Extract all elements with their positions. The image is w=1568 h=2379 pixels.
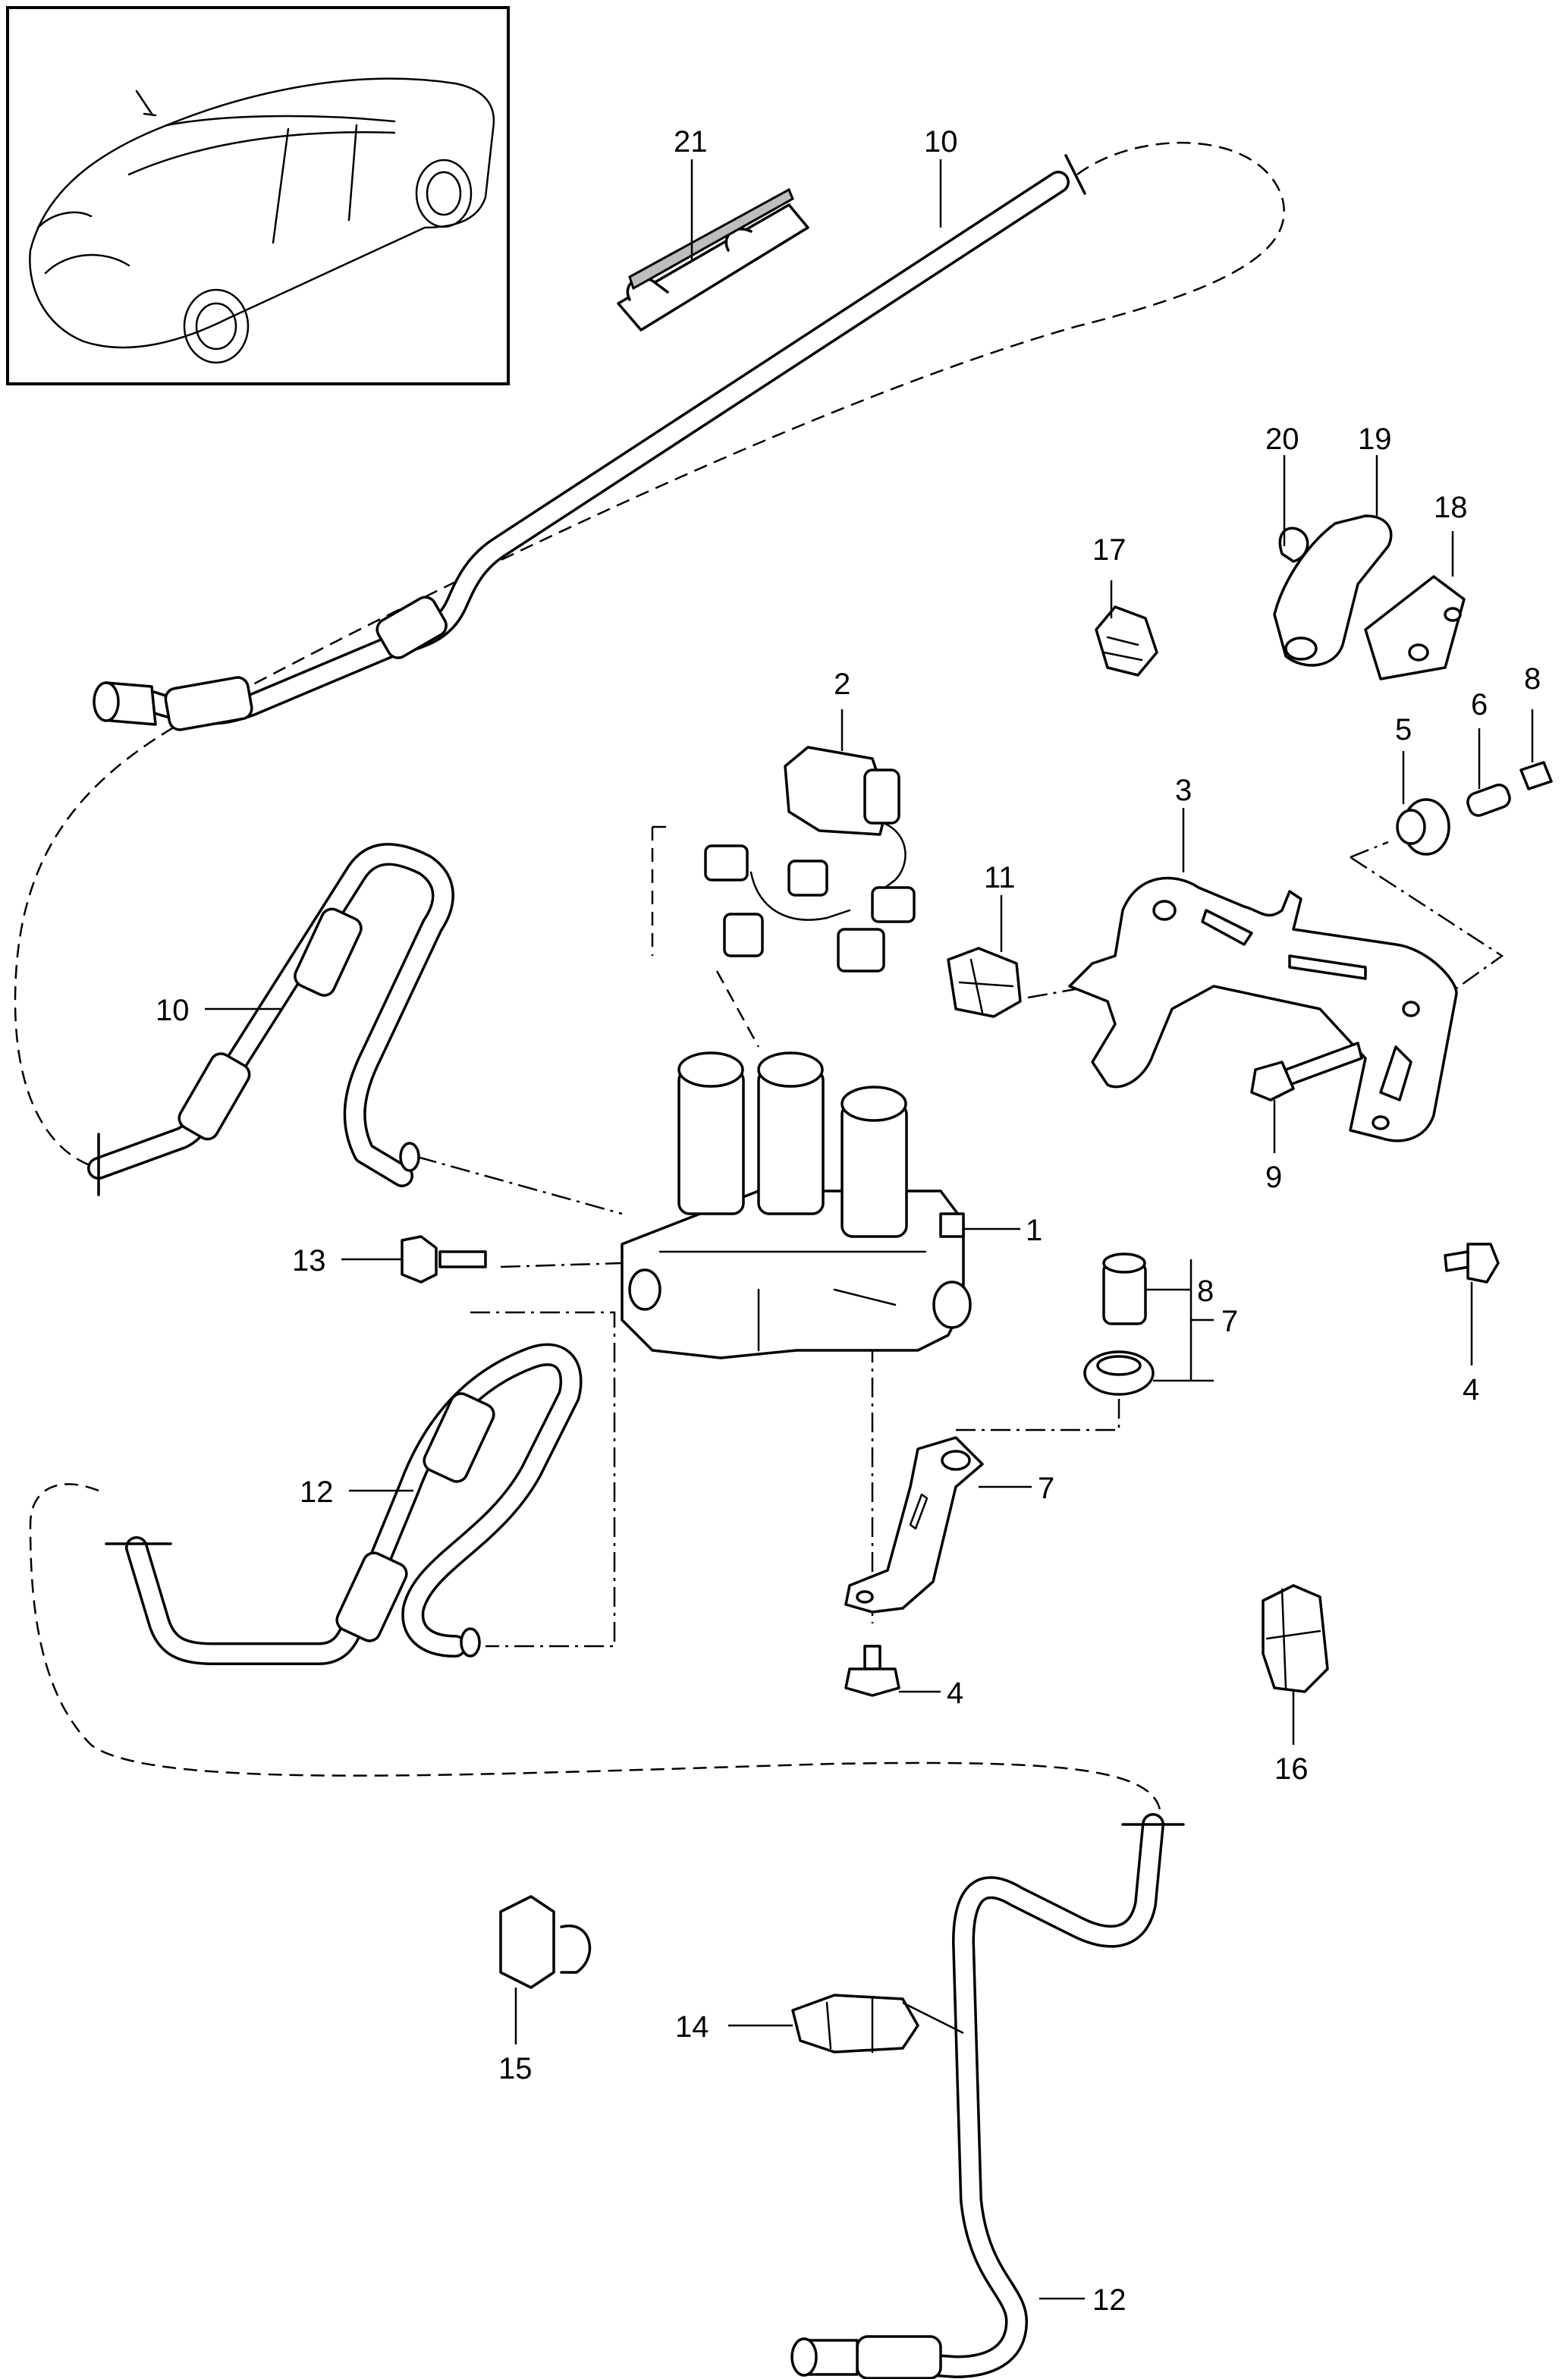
callout-8-mid: 8 (1197, 1274, 1214, 1308)
wiring-harness-2 (704, 746, 916, 973)
clip-17 (1095, 605, 1158, 677)
bolt-4-lower (844, 1645, 900, 1697)
clip-14 (791, 1994, 919, 2054)
callout-4-upper: 4 (1463, 1373, 1479, 1406)
callout-14: 14 (675, 2010, 709, 2044)
hose-10-lower (87, 843, 454, 1196)
callout-12-lower: 12 (1092, 2283, 1127, 2317)
valve-block-1 (621, 1051, 972, 1359)
bolt-4-upper (1444, 1243, 1500, 1284)
clip-21 (617, 187, 809, 332)
bracket-19-20-18 (1273, 514, 1466, 680)
callout-21: 21 (674, 125, 708, 159)
callout-19: 19 (1358, 423, 1392, 456)
pipe-12-lower (790, 1813, 1185, 2379)
callout-8-top: 8 (1524, 662, 1541, 696)
callout-7-lower: 7 (1038, 1472, 1054, 1505)
callout-17: 17 (1092, 533, 1127, 567)
bracket-3 (1068, 876, 1458, 1142)
grommet-bushing-group (1396, 761, 1553, 856)
callout-5: 5 (1395, 713, 1412, 746)
clip-16 (1262, 1584, 1329, 1693)
callout-11: 11 (984, 861, 1016, 894)
vehicle-thumbnail (6, 6, 510, 385)
bolt-9 (1250, 1042, 1363, 1102)
hose-12-upper (105, 1343, 583, 1665)
callout-9: 9 (1265, 1161, 1282, 1194)
callout-18: 18 (1434, 491, 1468, 524)
callout-16: 16 (1274, 1752, 1309, 1786)
callout-6: 6 (1471, 688, 1488, 721)
clip-11 (947, 947, 1022, 1018)
clip-15 (499, 1895, 592, 1989)
callout-7-mid: 7 (1221, 1305, 1238, 1338)
pipe-10-upper (93, 154, 1086, 731)
callout-labels: 21 10 20 19 18 17 2 8 6 5 3 11 10 9 4 1 … (156, 125, 1541, 2317)
bracket-7 (844, 1436, 984, 1614)
sleeve-grommet-7-8 (1083, 1252, 1155, 1396)
leader-lines (205, 159, 1534, 2300)
callout-2: 2 (834, 668, 850, 701)
callout-4-lower: 4 (947, 1677, 963, 1710)
bolt-13 (401, 1235, 487, 1284)
callout-10-mid: 10 (156, 994, 190, 1027)
callout-13: 13 (292, 1244, 326, 1277)
callout-10-top: 10 (924, 125, 958, 159)
callout-12-upper: 12 (300, 1475, 334, 1509)
callout-20: 20 (1265, 423, 1299, 456)
callout-1: 1 (1026, 1214, 1042, 1247)
callout-3: 3 (1175, 774, 1192, 807)
callout-15: 15 (498, 2052, 533, 2085)
